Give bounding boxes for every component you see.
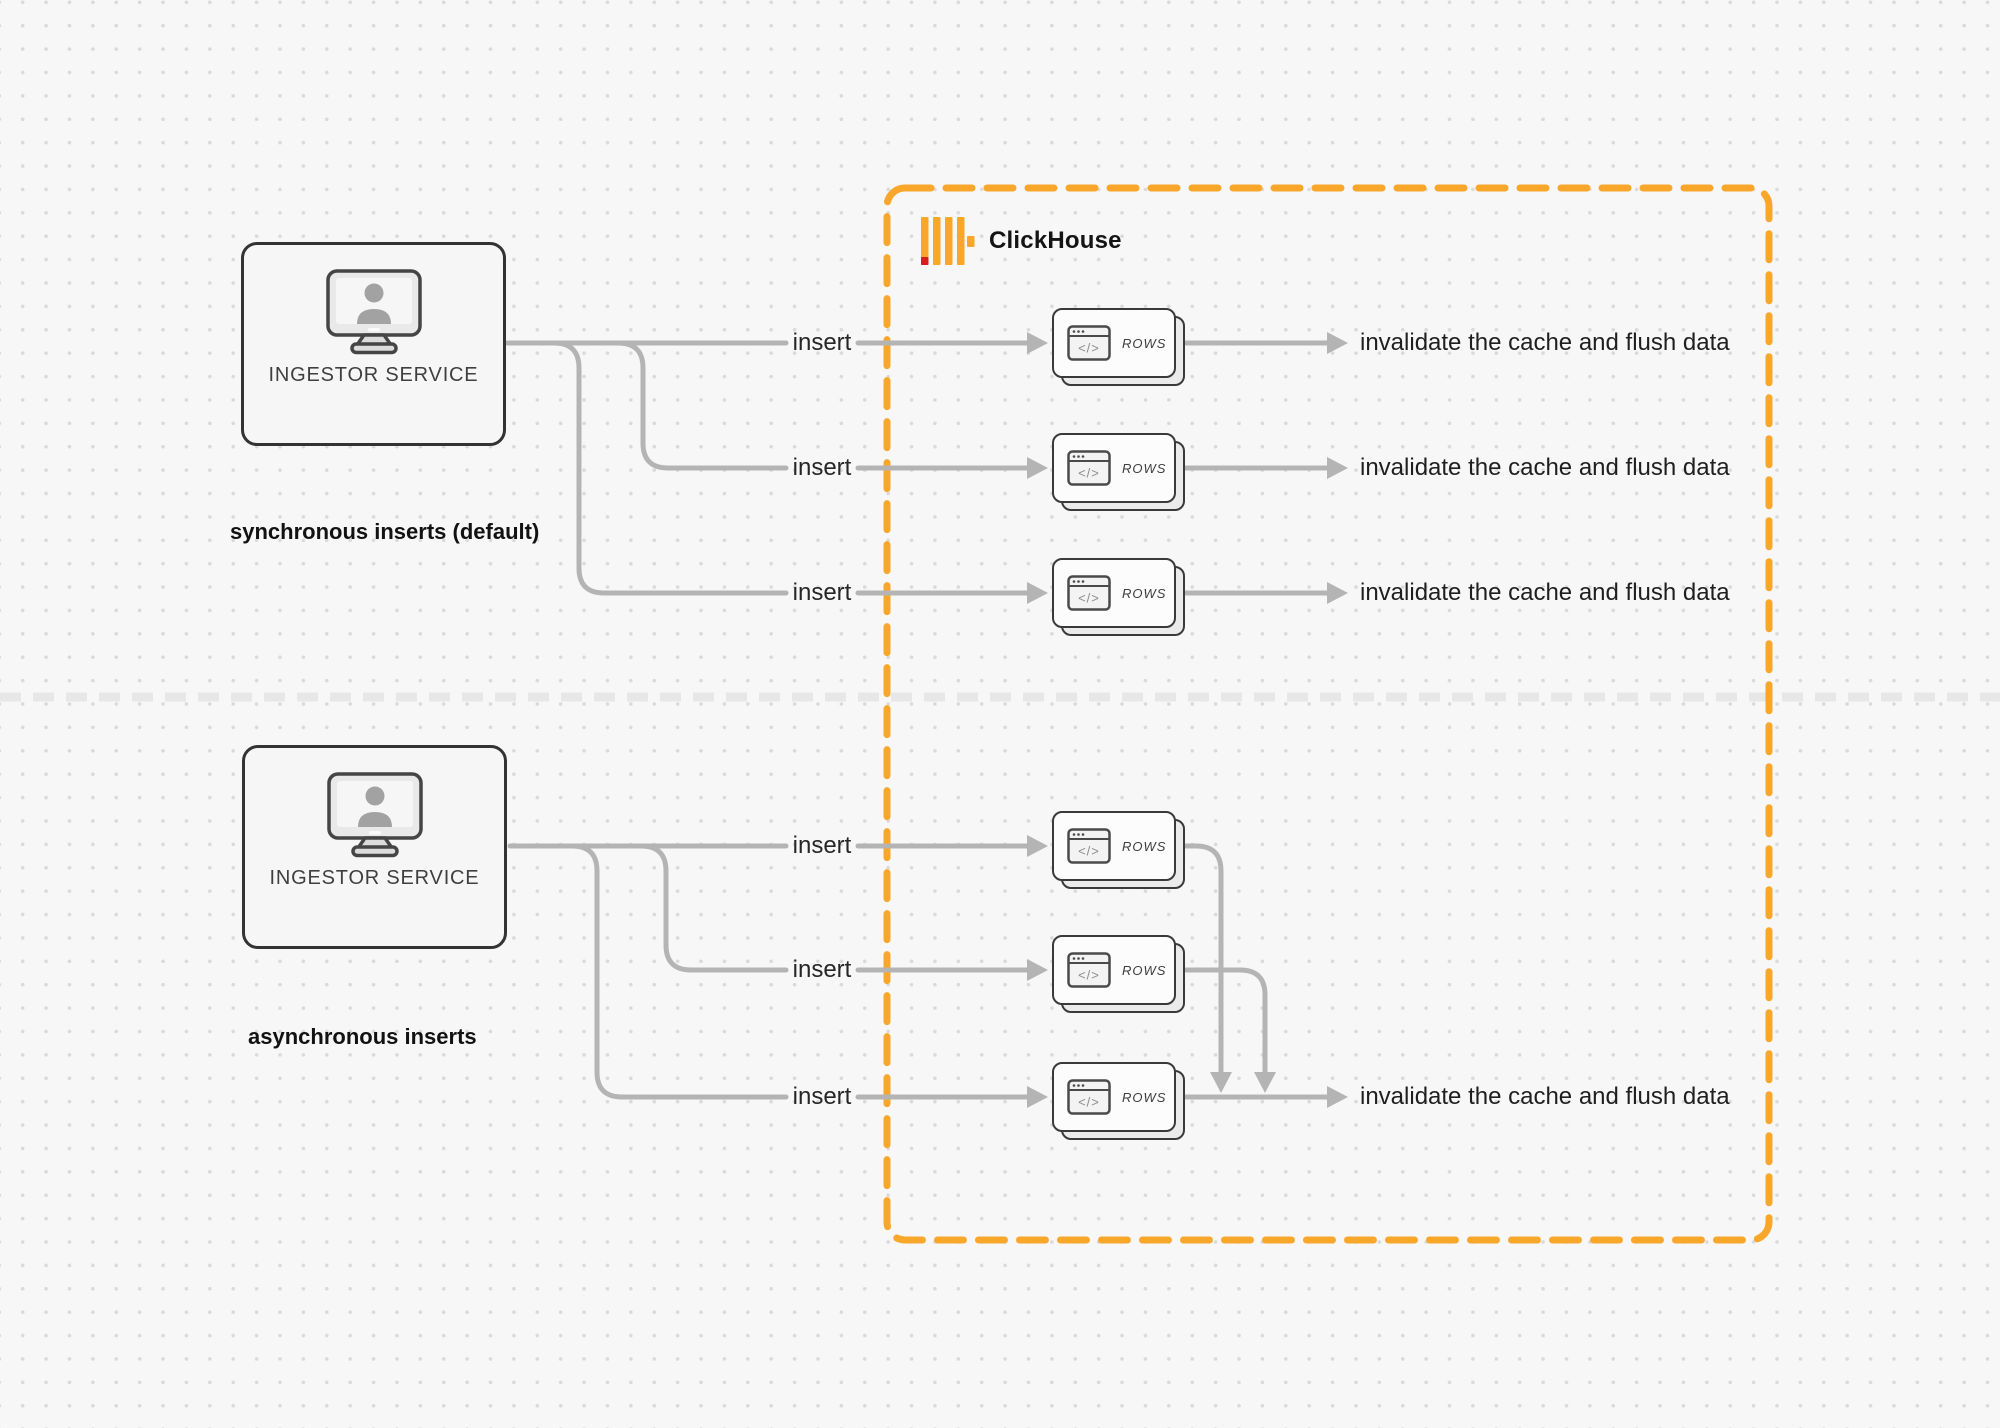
arrowhead-icon bbox=[1027, 1086, 1048, 1108]
rows-node-card: </> ROWS bbox=[1052, 433, 1176, 503]
code-window-icon: </> bbox=[1067, 450, 1111, 486]
rows-node-card: </> ROWS bbox=[1052, 1062, 1176, 1132]
arrowhead-icon bbox=[1027, 959, 1048, 981]
async-branch-row5 bbox=[638, 843, 789, 973]
code-window-icon: </> bbox=[1067, 325, 1111, 361]
code-glyph: </> bbox=[1078, 466, 1100, 481]
code-window-icon: </> bbox=[1067, 575, 1111, 611]
rows-label: ROWS bbox=[1122, 1089, 1167, 1105]
rows-node: </> ROWS bbox=[1052, 433, 1185, 511]
rows-node: </> ROWS bbox=[1052, 308, 1185, 386]
rows-node: </> ROWS bbox=[1052, 935, 1185, 1013]
arrowhead-icon bbox=[1327, 332, 1348, 354]
monitor-user-icon bbox=[325, 269, 422, 355]
code-glyph: </> bbox=[1078, 341, 1100, 356]
insert-label: insert bbox=[792, 956, 852, 983]
code-glyph: </> bbox=[1078, 1095, 1100, 1110]
rows-label: ROWS bbox=[1122, 335, 1167, 351]
ingestor-service-label: INGESTOR SERVICE bbox=[269, 867, 480, 889]
arrowhead-icon bbox=[1327, 582, 1348, 604]
insert-label: insert bbox=[792, 579, 852, 606]
result-label: invalidate the cache and flush data bbox=[1360, 454, 1730, 481]
async-caption: asynchronous inserts bbox=[248, 1024, 477, 1049]
arrowhead-icon bbox=[1027, 835, 1048, 857]
result-label: invalidate the cache and flush data bbox=[1360, 579, 1730, 606]
code-glyph: </> bbox=[1078, 968, 1100, 983]
sync-caption: synchronous inserts (default) bbox=[230, 519, 540, 544]
rows-node-card: </> ROWS bbox=[1052, 308, 1176, 378]
arrowhead-icon bbox=[1327, 457, 1348, 479]
sync-branch-row2 bbox=[615, 340, 789, 471]
clickhouse-header: ClickHouse bbox=[921, 217, 1122, 265]
rows-label: ROWS bbox=[1122, 585, 1167, 601]
ingestor-service-box-sync: INGESTOR SERVICE bbox=[241, 242, 506, 446]
code-glyph: </> bbox=[1078, 844, 1100, 859]
ingestor-service-box-async: INGESTOR SERVICE bbox=[242, 745, 507, 949]
result-label: invalidate the cache and flush data bbox=[1360, 329, 1730, 356]
code-glyph: </> bbox=[1078, 591, 1100, 606]
rows-node: </> ROWS bbox=[1052, 1062, 1185, 1140]
code-window-icon: </> bbox=[1067, 828, 1111, 864]
rows-label: ROWS bbox=[1122, 962, 1167, 978]
arrowhead-icon bbox=[1327, 1086, 1348, 1108]
arrowhead-down-icon bbox=[1254, 1072, 1276, 1093]
clickhouse-label: ClickHouse bbox=[989, 227, 1122, 254]
rows-node: </> ROWS bbox=[1052, 558, 1185, 636]
rows-node-card: </> ROWS bbox=[1052, 811, 1176, 881]
rows-label: ROWS bbox=[1122, 460, 1167, 476]
async-branch-row6 bbox=[569, 843, 789, 1100]
clickhouse-logo-icon bbox=[921, 217, 975, 265]
ingestor-service-label: INGESTOR SERVICE bbox=[268, 364, 479, 386]
arrowhead-icon bbox=[1027, 332, 1048, 354]
rows-node: </> ROWS bbox=[1052, 811, 1185, 889]
arrowhead-icon bbox=[1027, 457, 1048, 479]
clickhouse-boundary-box bbox=[883, 184, 1773, 1244]
insert-label: insert bbox=[792, 454, 852, 481]
insert-label: insert bbox=[792, 832, 852, 859]
rows-label: ROWS bbox=[1122, 838, 1167, 854]
code-window-icon: </> bbox=[1067, 952, 1111, 988]
async-merge-line-1 bbox=[1183, 843, 1224, 1074]
arrowhead-icon bbox=[1027, 582, 1048, 604]
insert-label: insert bbox=[792, 1083, 852, 1110]
sync-branch-row3 bbox=[551, 340, 789, 596]
monitor-user-icon bbox=[326, 772, 423, 858]
code-window-icon: </> bbox=[1067, 1079, 1111, 1115]
rows-node-card: </> ROWS bbox=[1052, 935, 1176, 1005]
rows-node-card: </> ROWS bbox=[1052, 558, 1176, 628]
async-merge-line-2 bbox=[1183, 967, 1268, 1074]
result-label: invalidate the cache and flush data bbox=[1360, 1083, 1730, 1110]
insert-label: insert bbox=[792, 329, 852, 356]
arrowhead-down-icon bbox=[1210, 1072, 1232, 1093]
